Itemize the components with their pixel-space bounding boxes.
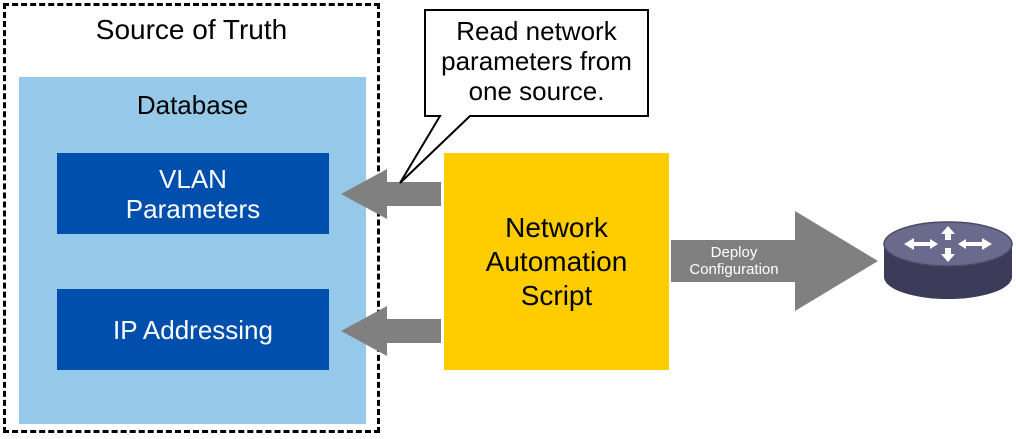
vlan-parameters-label: VLAN Parameters — [125, 163, 261, 224]
source-of-truth-title: Source of Truth — [95, 14, 288, 45]
source-of-truth-container — [3, 3, 380, 433]
network-automation-script-label: Network Automation Script — [485, 211, 628, 311]
network-automation-script-box: Network Automation Script — [444, 153, 669, 370]
router-icon — [883, 221, 1013, 299]
deploy-configuration-label: Deploy Configuration — [689, 244, 779, 278]
database-title: Database — [136, 90, 249, 120]
callout-text: Read network parameters from one source. — [441, 16, 632, 106]
callout-bubble — [399, 9, 649, 184]
read-arrow-ip — [341, 306, 441, 356]
read-arrow-vlan — [341, 169, 441, 219]
vlan-parameters-box: VLAN Parameters — [57, 153, 329, 234]
ip-addressing-box: IP Addressing — [57, 289, 329, 370]
deploy-arrow — [671, 211, 878, 311]
ip-addressing-label: IP Addressing — [113, 314, 273, 345]
